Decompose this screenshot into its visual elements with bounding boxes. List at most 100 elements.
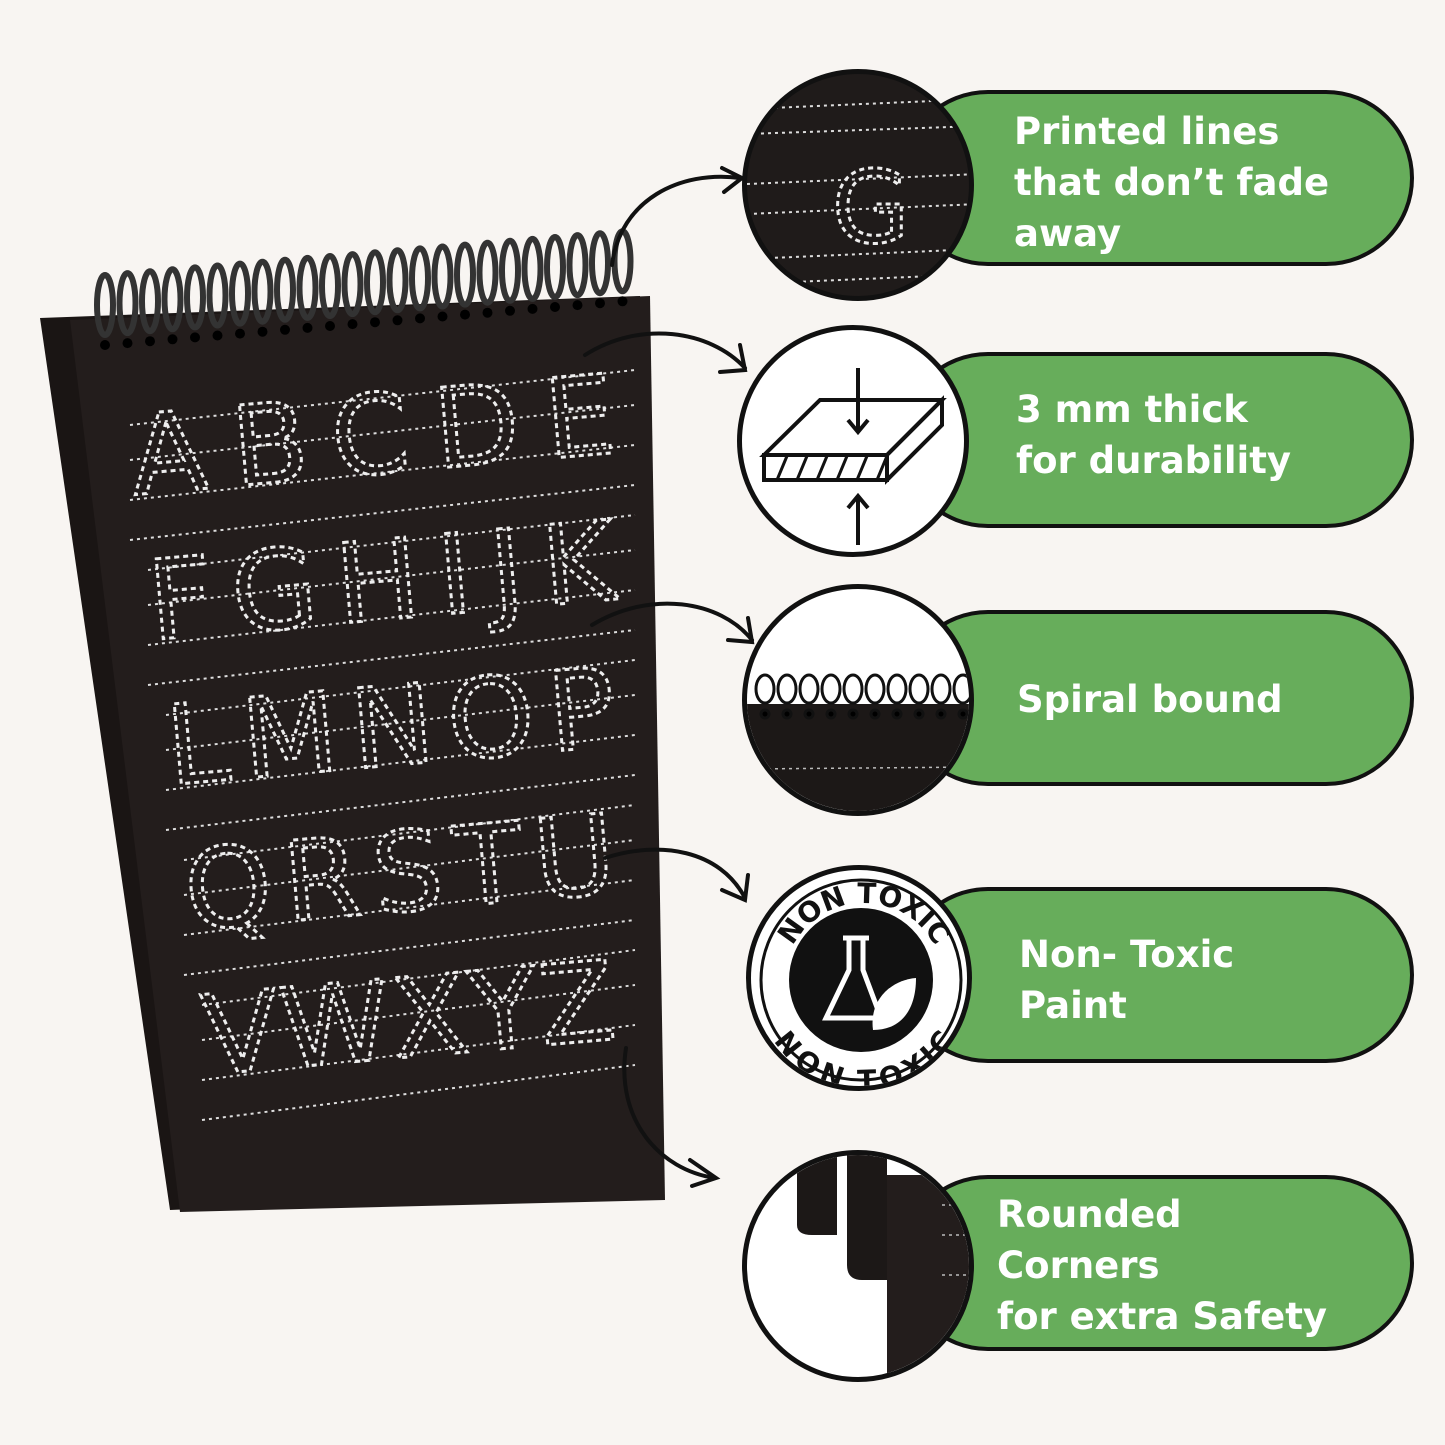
non-toxic-badge: NON TOXIC NON TOXIC xyxy=(746,865,972,1091)
spiral-ring xyxy=(139,268,161,335)
spiral-ring xyxy=(229,260,251,327)
feature-text: 3 mm thick for durability xyxy=(1016,388,1292,482)
spiral-hole xyxy=(145,336,155,347)
spiral-hole xyxy=(122,338,133,349)
spiral-hole xyxy=(415,313,425,324)
spiral-ring xyxy=(161,266,184,333)
guide-line xyxy=(183,919,636,976)
spiral-hole xyxy=(482,307,493,318)
feature-text: Printed lines that don’t fade away xyxy=(1014,110,1330,255)
guide-line xyxy=(147,589,636,646)
spiral-hole xyxy=(550,302,560,312)
feature-text: Non- Toxic Paint xyxy=(1019,933,1235,1027)
guide-line xyxy=(129,369,636,426)
arrow-4 xyxy=(603,847,747,900)
spiral-hole xyxy=(617,296,628,307)
board-front-page xyxy=(70,296,665,1212)
spiral-ring xyxy=(521,235,544,302)
spiral-ring xyxy=(908,673,930,705)
spiral-hole xyxy=(595,298,605,309)
arrow-2 xyxy=(583,331,747,370)
guide-line xyxy=(183,839,636,896)
feature-pill-printed-lines: Printed lines that don’t fade away xyxy=(900,90,1414,266)
thickness-icon xyxy=(737,325,969,557)
spiral-binding xyxy=(94,228,634,350)
spiral-ring xyxy=(94,272,116,338)
spiral-hole xyxy=(460,309,470,320)
spiral-ring xyxy=(589,230,611,297)
spiral-hole xyxy=(891,708,903,720)
spiral-ring xyxy=(364,249,386,316)
spiral-hole xyxy=(235,328,245,339)
guide-lines xyxy=(129,369,636,1121)
spiral-hole xyxy=(847,708,859,720)
spiral-ring xyxy=(274,256,296,323)
guide-line xyxy=(165,734,636,791)
spiral-hole xyxy=(869,708,881,720)
spiral-hole xyxy=(302,322,313,333)
arrow-5 xyxy=(622,1046,717,1180)
spiral-ring xyxy=(566,232,589,299)
spiral-hole xyxy=(572,300,583,311)
arrows xyxy=(583,166,755,1188)
spiral-hole xyxy=(957,708,969,720)
spiral-ring xyxy=(544,234,566,300)
spiral-ring xyxy=(454,241,476,308)
feature-pill-non-toxic: Non- Toxic Paint xyxy=(900,887,1414,1063)
spiral-ring xyxy=(930,673,952,705)
spiral-ring xyxy=(476,239,499,306)
spiral-ring xyxy=(798,673,820,705)
spiral-closeup xyxy=(742,584,974,816)
spiral-hole xyxy=(370,317,380,328)
arrow-1 xyxy=(610,174,742,267)
feature-pill-thickness: 3 mm thick for durability xyxy=(900,352,1414,528)
spiral-ring xyxy=(386,247,409,314)
spiral-ring xyxy=(251,258,274,325)
guide-line xyxy=(129,404,636,461)
spiral-hole xyxy=(347,319,358,330)
spiral-hole xyxy=(935,708,947,720)
guide-line xyxy=(201,1064,636,1121)
spiral-hole xyxy=(913,708,925,720)
spiral-hole xyxy=(325,321,335,331)
printed-lines-closeup: G xyxy=(742,69,974,301)
feature-text: Spiral bound xyxy=(1017,678,1283,721)
spiral-ring xyxy=(319,253,341,319)
spiral-ring xyxy=(952,673,969,705)
spiral-ring xyxy=(886,673,908,705)
spiral-hole xyxy=(437,311,448,322)
spiral-hole xyxy=(212,330,223,341)
spiral-ring xyxy=(206,262,229,329)
spiral-ring xyxy=(754,673,776,705)
spiral-hole xyxy=(167,334,178,345)
spiral-hole xyxy=(280,324,290,335)
spiral-ring xyxy=(842,673,864,705)
spiral-hole xyxy=(190,332,200,343)
guide-line xyxy=(165,659,636,716)
spiral-hole xyxy=(392,315,403,326)
spiral-ring xyxy=(820,673,842,705)
guide-line xyxy=(201,1024,636,1081)
spiral-hole xyxy=(100,340,110,350)
rounded-corners-closeup xyxy=(742,1150,974,1382)
spiral-ring xyxy=(499,237,521,304)
spiral-hole xyxy=(803,708,815,720)
guide-line xyxy=(201,949,636,1006)
guide-line xyxy=(147,514,636,571)
spiral-hole xyxy=(257,326,268,337)
spiral-ring xyxy=(184,264,206,331)
spiral-ring xyxy=(864,673,886,705)
guide-line xyxy=(129,484,636,541)
feature-pill-rounded-corners: Rounded Corners for extra Safety xyxy=(900,1175,1414,1351)
leaf-icon xyxy=(872,978,916,1030)
spiral-ring xyxy=(431,243,454,310)
spiral-hole xyxy=(505,305,515,316)
guide-line xyxy=(183,804,636,861)
spiral-hole xyxy=(825,708,837,720)
spiral-ring xyxy=(776,673,798,705)
spiral-ring xyxy=(341,251,364,318)
arrow-3 xyxy=(590,601,754,642)
guide-line xyxy=(183,879,636,936)
feature-pill-spiral: Spiral bound xyxy=(900,610,1414,786)
